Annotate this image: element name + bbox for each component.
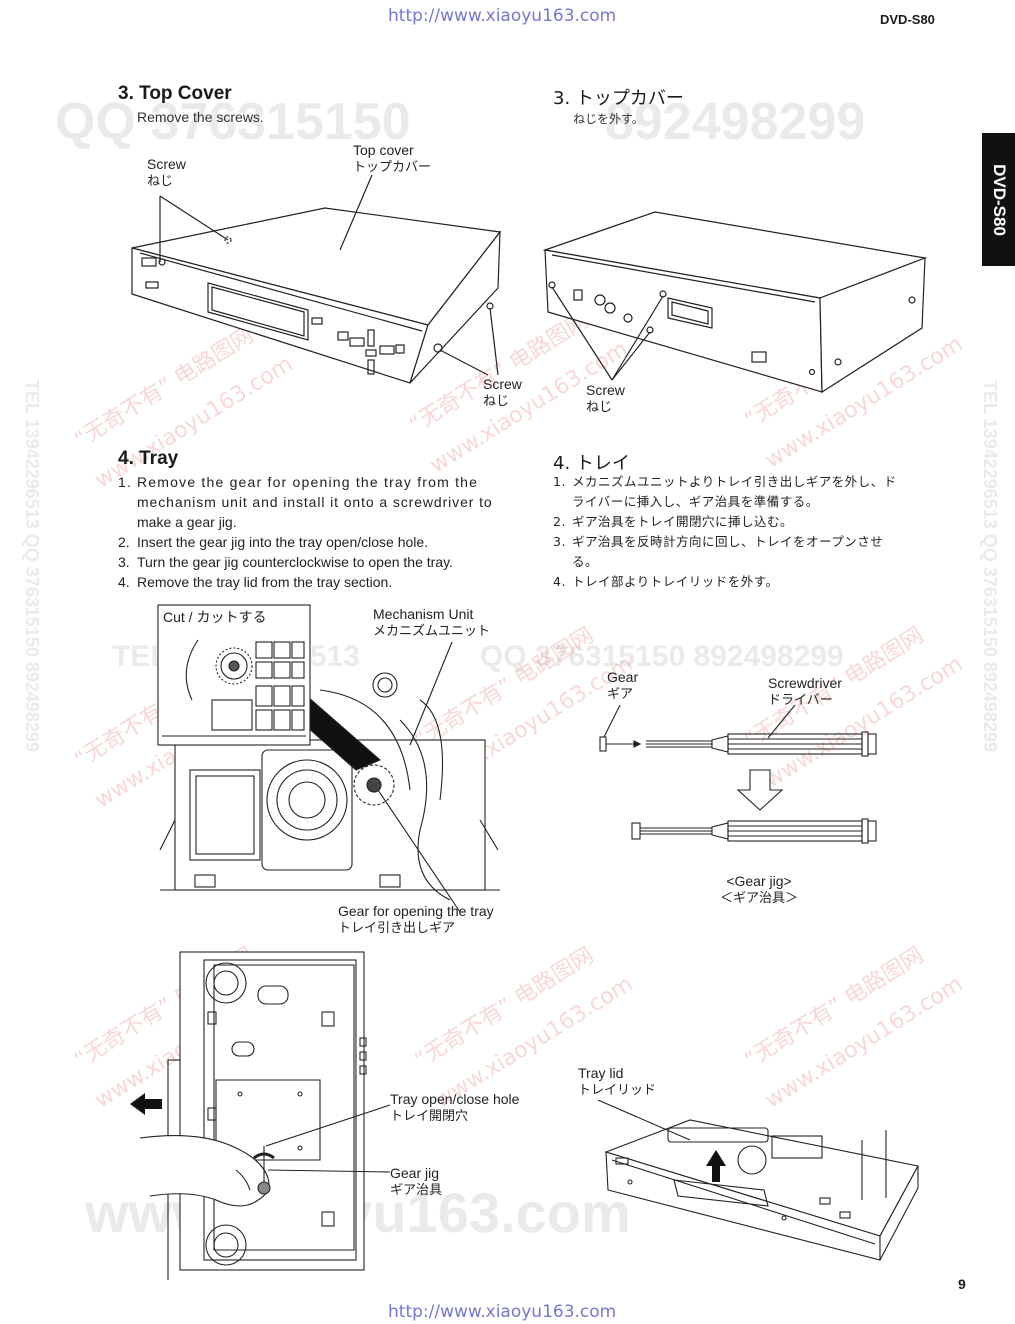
step-item: 2. Insert the gear jig into the tray ope… — [118, 532, 510, 552]
label-gear-jig: Gear jig ギア治具 — [390, 1164, 442, 1200]
page-number: 9 — [958, 1276, 966, 1292]
step-line: Insert the gear jig into the tray open/c… — [137, 534, 429, 550]
label-screwdriver-en: Screwdriver — [768, 675, 842, 691]
step-item: 4. トレイ部よりトレイリッドを外す。 — [553, 572, 953, 592]
step-number: 3. — [553, 534, 566, 549]
label-screw-jp: ねじ — [483, 394, 510, 409]
watermark-qq-mid: QQ 376315150 892498299 — [480, 640, 844, 673]
watermark-red-site: www.xiaoyu163.com — [90, 971, 298, 1114]
watermark-red-text: “无奇不有” 电路图网 — [740, 302, 929, 434]
step-line: ギア治具を反時計方向に回し、トレイをオープンさせ — [572, 534, 884, 549]
label-top-cover: Top cover トップカバー — [353, 141, 431, 177]
step-line: Turn the gear jig counterclockwise to op… — [137, 554, 453, 570]
step-item: 4. Remove the tray lid from the tray sec… — [118, 572, 510, 592]
label-screw-en: Screw — [586, 382, 625, 398]
footer-url[interactable]: http://www.xiaoyu163.com — [388, 1302, 617, 1322]
watermark-red-text: “无奇不有” 电路图网 — [70, 322, 259, 454]
label-tray-lid-en: Tray lid — [578, 1065, 624, 1081]
label-screw-jp: ねじ — [586, 400, 613, 415]
step-number: 4. — [118, 574, 130, 590]
model-name: DVD-S80 — [880, 12, 935, 27]
step-line: ライバーに挿入し、ギア治具を準備する。 — [572, 494, 819, 509]
watermark-tel: TEL 13942296513 — [112, 640, 360, 673]
step-number: 1. — [553, 474, 566, 489]
label-cut: Cut / カットする — [163, 609, 267, 625]
label-gear-for-opening-jp: トレイ引き出しギア — [338, 921, 456, 936]
step-item: 3. ギア治具を反時計方向に回し、トレイをオープンさせ る。 — [553, 532, 953, 572]
section4-title-en: 4. Tray — [118, 448, 179, 469]
watermark-vertical-left: TEL 13942296513 QQ 376315150 892498299 — [22, 380, 42, 752]
watermark-red-site: www.xiaoyu163.com — [760, 651, 968, 794]
step-item: 2. ギア治具をトレイ開閉穴に挿し込む。 — [553, 512, 953, 532]
label-screwdriver-jp: ドライバー — [768, 693, 833, 708]
watermark-red-text: “无奇不有” 电路图网 — [410, 942, 599, 1074]
header-url[interactable]: http://www.xiaoyu163.com — [388, 6, 617, 26]
steps-list-en: 1. Remove the gear for opening the tray … — [118, 472, 510, 592]
label-screwdriver: Screwdriver ドライバー — [768, 674, 842, 710]
steps-list-jp: 1. メカニズムユニットよりトレイ引き出しギアを外し、ド ライバーに挿入し、ギア… — [553, 472, 953, 592]
label-gear-jig-caption-en: <Gear jig> — [726, 873, 792, 889]
label-mechanism-unit-en: Mechanism Unit — [373, 606, 474, 622]
section3-title-en: 3. Top Cover — [118, 83, 232, 104]
label-gear-jig-en: Gear jig — [390, 1165, 440, 1181]
label-gear: Gear ギア — [607, 668, 638, 704]
side-tab: DVD-S80 — [982, 133, 1015, 266]
label-top-cover-en: Top cover — [353, 142, 414, 158]
step-line: make a gear jig. — [137, 514, 237, 530]
label-gear-for-opening: Gear for opening the tray トレイ引き出しギア — [338, 902, 494, 938]
step-number: 4. — [553, 574, 566, 589]
step-line: る。 — [572, 554, 599, 569]
section4-title-jp: 4. トレイ — [553, 453, 630, 474]
watermark-red-site: www.xiaoyu163.com — [760, 971, 968, 1114]
step-item: 3. Turn the gear jig counterclockwise to… — [118, 552, 510, 572]
label-mechanism-unit: Mechanism Unit メカニズムユニット — [373, 605, 490, 641]
watermark-red-text: “无奇不有” 电路图网 — [740, 942, 929, 1074]
watermark-red-text: “无奇不有” 电路图网 — [70, 642, 259, 774]
label-screw-en: Screw — [147, 156, 186, 172]
label-screw-1: Screw ねじ — [147, 155, 186, 191]
step-line: Remove the tray lid from the tray sectio… — [137, 574, 393, 590]
label-tray-hole-jp: トレイ開閉穴 — [390, 1109, 469, 1124]
label-tray-hole: Tray open/close hole トレイ開閉穴 — [390, 1090, 519, 1126]
step-line: mechanism unit and install it onto a scr… — [137, 494, 493, 510]
watermark-red-text: “无奇不有” 电路图网 — [405, 307, 594, 439]
step-line: ギア治具をトレイ開閉穴に挿し込む。 — [572, 514, 794, 529]
step-line: トレイ部よりトレイリッドを外す。 — [572, 574, 779, 589]
label-tray-lid: Tray lid トレイリッド — [578, 1064, 656, 1100]
watermark-vertical-right: TEL 13942296513 QQ 376315150 892498299 — [980, 380, 1000, 752]
label-tray-hole-en: Tray open/close hole — [390, 1091, 520, 1107]
step-line: メカニズムユニットよりトレイ引き出しギアを外し、ド — [572, 474, 897, 489]
step-item: 1. Remove the gear for opening the tray … — [118, 472, 510, 532]
side-tab-label: DVD-S80 — [989, 163, 1009, 236]
watermark-red-site: www.xiaoyu163.com — [90, 671, 298, 814]
label-screw-2: Screw ねじ — [483, 375, 522, 411]
section3-instruction-en: Remove the screws. — [137, 109, 264, 125]
label-top-cover-jp: トップカバー — [353, 160, 432, 175]
label-gear-for-opening-en: Gear for opening the tray — [338, 903, 494, 919]
label-screw-en: Screw — [483, 376, 522, 392]
label-gear-jig-jp: ギア治具 — [390, 1183, 443, 1198]
section3-title-jp: 3. トップカバー — [553, 88, 684, 109]
watermark-red-text: “无奇不有” 电路图网 — [70, 942, 259, 1074]
step-number: 2. — [118, 534, 130, 550]
label-gear-jig-caption: <Gear jig> ＜ギア治具＞ — [704, 872, 814, 908]
label-screw-3: Screw ねじ — [586, 381, 625, 417]
label-gear-en: Gear — [607, 669, 639, 685]
label-tray-lid-jp: トレイリッド — [578, 1083, 657, 1098]
label-gear-jp: ギア — [607, 687, 634, 702]
step-number: 1. — [118, 474, 133, 490]
watermark-site: www.xiaoyu163.com — [85, 1181, 631, 1244]
step-item: 1. メカニズムユニットよりトレイ引き出しギアを外し、ド ライバーに挿入し、ギア… — [553, 472, 953, 512]
step-number: 3. — [118, 554, 130, 570]
label-gear-jig-caption-jp: ＜ギア治具＞ — [719, 891, 798, 906]
label-screw-jp: ねじ — [147, 174, 174, 189]
section3-instruction-jp: ねじを外す。 — [573, 112, 644, 126]
label-mechanism-unit-jp: メカニズムユニット — [373, 624, 491, 639]
watermark-red-site: www.xiaoyu163.com — [760, 331, 968, 474]
step-number: 2. — [553, 514, 566, 529]
step-line: Remove the gear for opening the tray fro… — [137, 474, 479, 490]
